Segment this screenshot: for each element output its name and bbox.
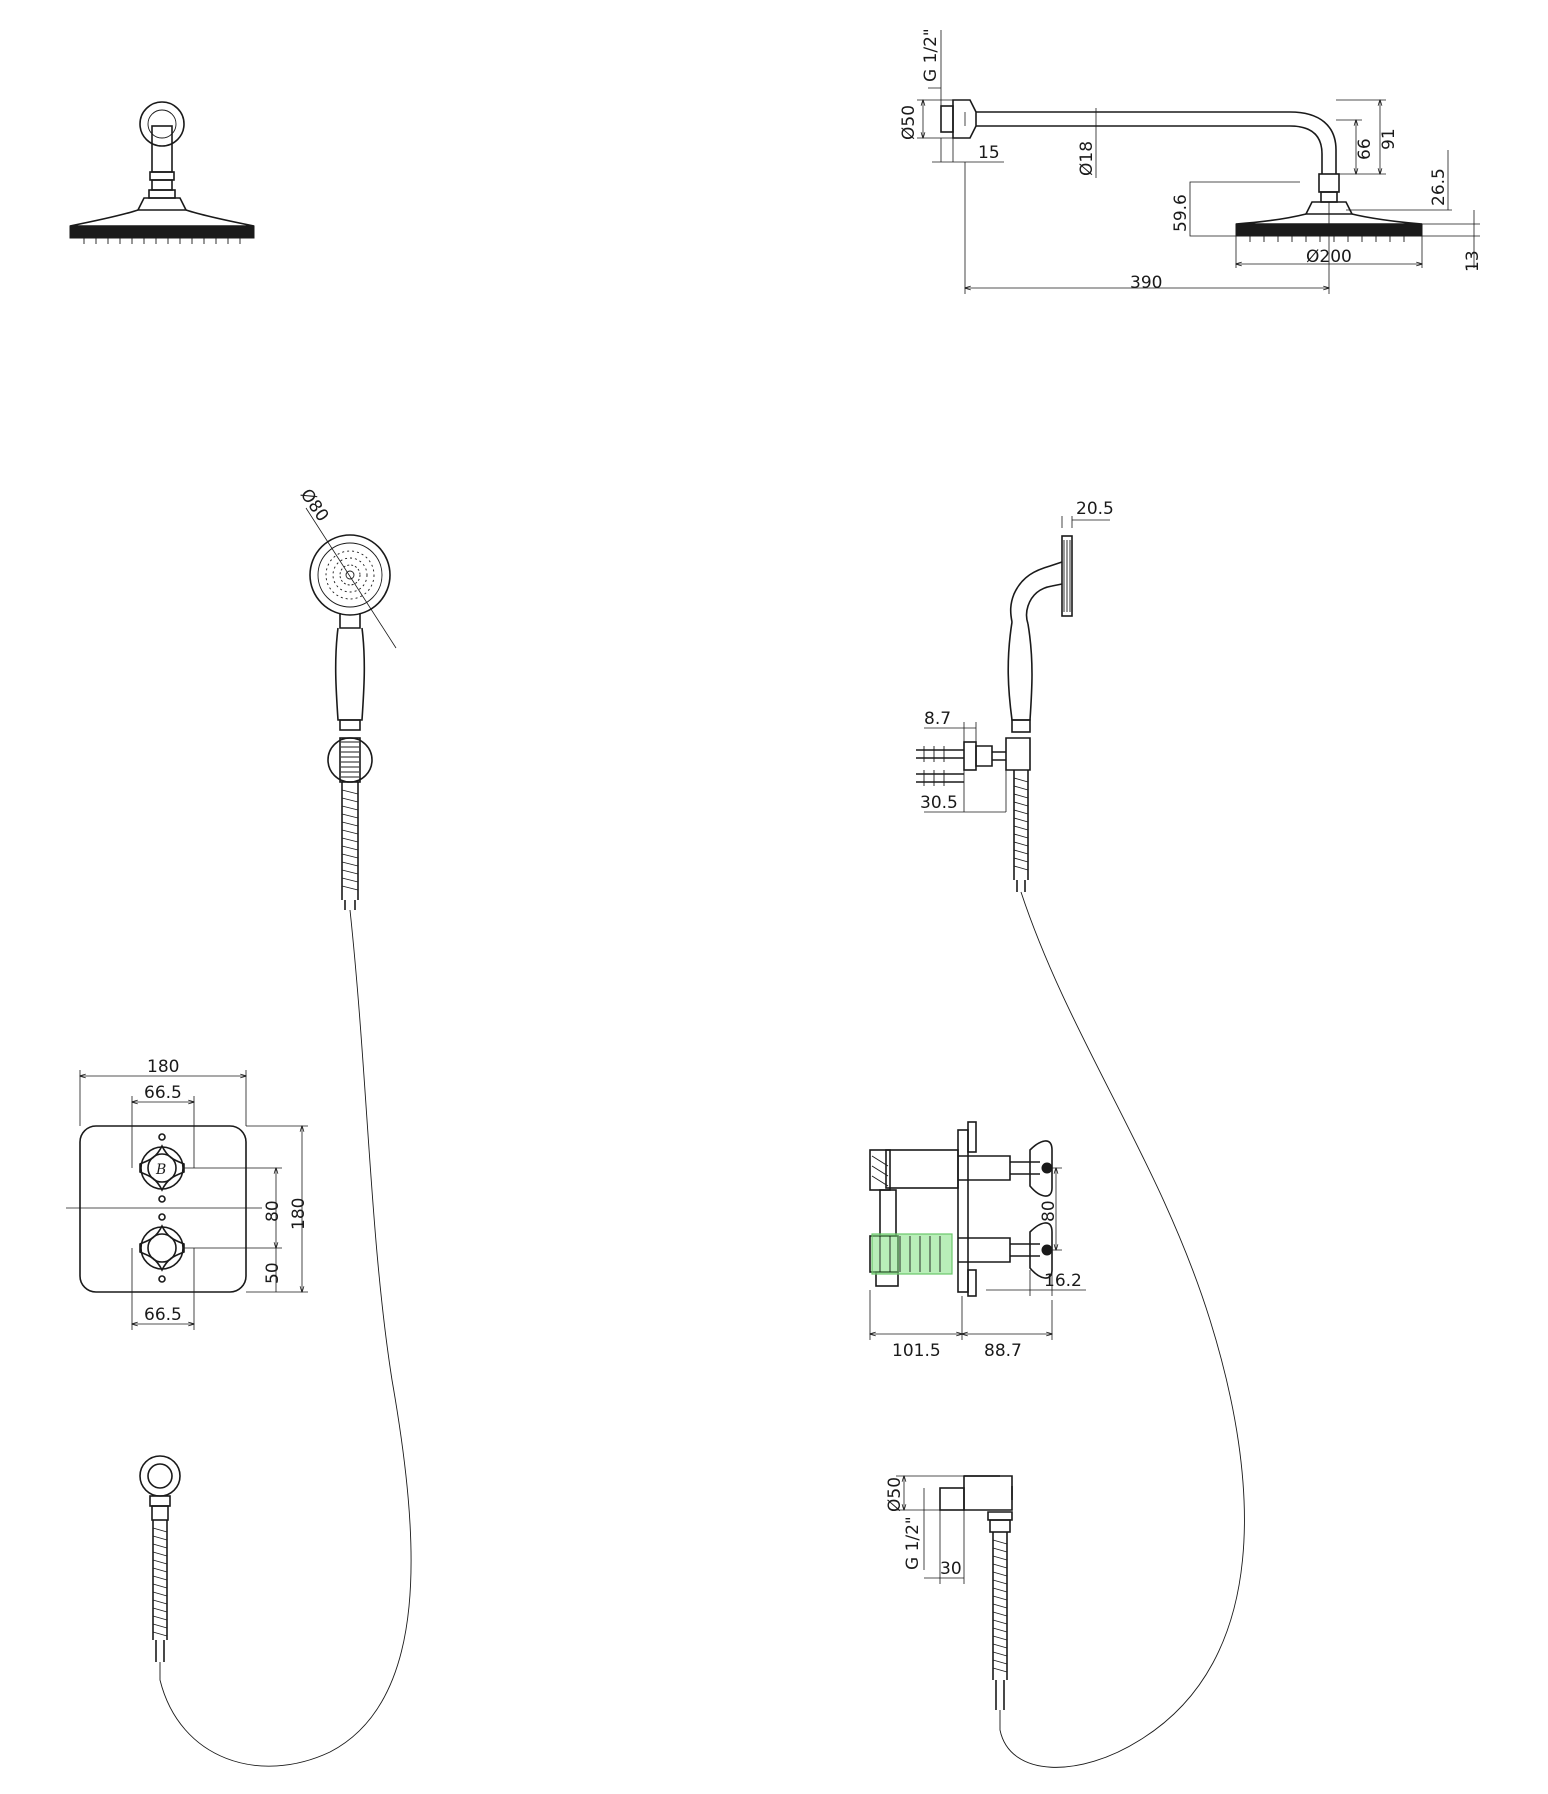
outlet-elbow-front-view xyxy=(139,1455,181,1662)
dim-hand-bracket-projection: 30.5 xyxy=(920,793,958,813)
dim-arm-drop-inner: 66 xyxy=(1355,138,1375,160)
valve-lower-handle xyxy=(139,1213,185,1283)
dim-arm-head-offset: 59.6 xyxy=(1171,194,1191,232)
dim-valve-plate-width: 180 xyxy=(147,1057,179,1077)
hand-shower-side-dimensions xyxy=(924,516,1110,813)
dim-valve-spacing-bottom: 66.5 xyxy=(144,1305,182,1325)
dim-arm-flange-depth: 15 xyxy=(978,143,1000,163)
valve-side-view xyxy=(869,1121,1053,1297)
valve-upper-handle: B xyxy=(139,1133,185,1203)
dim-hand-head-diameter: Ø80 xyxy=(296,485,332,525)
shower-arm-front-view xyxy=(69,101,255,244)
hand-shower-front-view xyxy=(309,534,391,910)
dim-hand-head-thickness: 20.5 xyxy=(1076,499,1114,519)
dim-arm-projection: 390 xyxy=(1130,273,1162,293)
hand-shower-side-view xyxy=(916,535,1073,892)
dim-arm-pipe-diameter: Ø18 xyxy=(1077,141,1097,176)
dim-valve-lower-offset: 50 xyxy=(263,1262,283,1284)
dim-hand-bracket-depth: 8.7 xyxy=(924,709,951,729)
dim-arm-flange-diameter: Ø50 xyxy=(899,105,919,140)
dim-valve-side-body-depth: 101.5 xyxy=(892,1341,941,1361)
dim-valve-plate-height: 180 xyxy=(289,1198,309,1230)
dim-valve-side-handle-offset: 16.2 xyxy=(1044,1271,1082,1291)
dim-valve-spacing-top: 66.5 xyxy=(144,1083,182,1103)
dim-valve-side-handle-projection: 88.7 xyxy=(984,1341,1022,1361)
outlet-elbow-dimensions xyxy=(896,1476,965,1584)
svg-text:B: B xyxy=(155,1162,166,1178)
dim-arm-drop-outer: 91 xyxy=(1379,128,1399,150)
dim-outlet-depth: 30 xyxy=(940,1559,962,1579)
dim-arm-head-diameter: Ø200 xyxy=(1306,247,1352,267)
valve-front-view: B xyxy=(66,1125,262,1293)
dim-valve-side-handle-spacing: 80 xyxy=(1039,1200,1059,1222)
dim-arm-head-thickness: 13 xyxy=(1463,250,1483,272)
outlet-elbow-side-view xyxy=(939,1475,1013,1710)
dim-arm-head-top: 26.5 xyxy=(1429,168,1449,206)
dim-valve-handle-spacing: 80 xyxy=(263,1200,283,1222)
hand-shower-hose xyxy=(159,909,412,1767)
shower-arm-dimensions xyxy=(917,30,1480,294)
hand-shower-side-hose xyxy=(999,891,1245,1768)
valve-side-dimensions xyxy=(870,1168,1086,1340)
dim-outlet-flange-diameter: Ø50 xyxy=(885,1477,905,1512)
dim-outlet-thread: G 1/2" xyxy=(903,1516,923,1570)
dim-arm-thread: G 1/2" xyxy=(921,28,941,82)
valve-front-dimensions xyxy=(80,1070,308,1330)
